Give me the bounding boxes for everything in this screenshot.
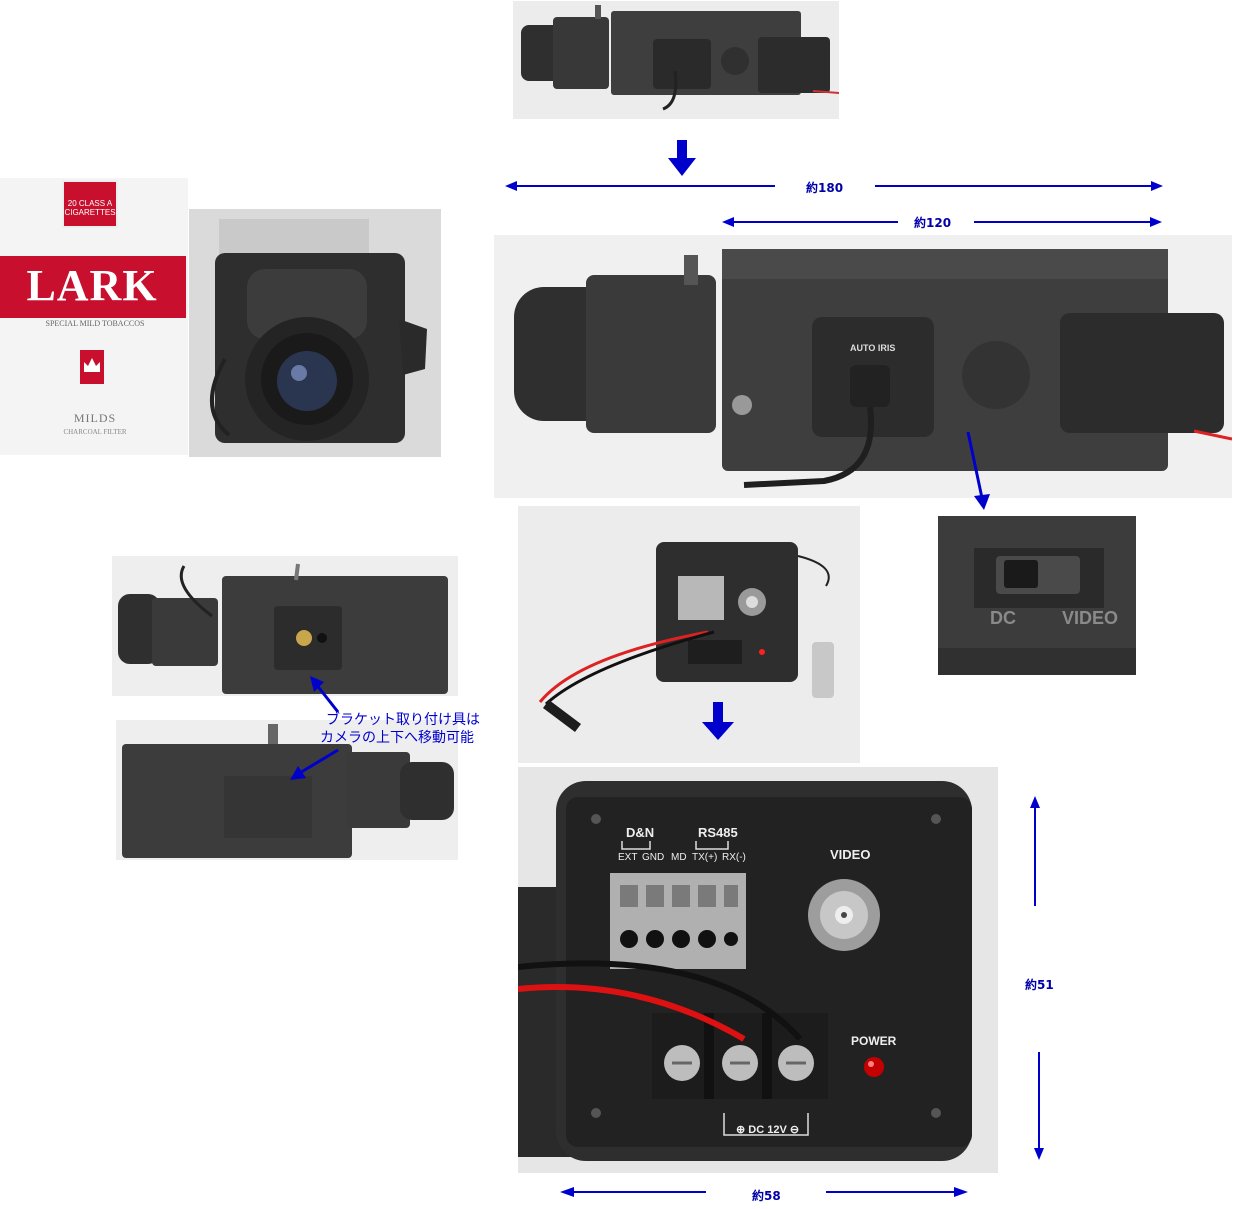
badge-line1: 20 CLASS A	[67, 199, 113, 208]
cigarette-pack-band	[0, 256, 186, 318]
dc12v-text: DC 12V	[748, 1124, 787, 1136]
video-label: VIDEO	[830, 847, 871, 862]
bracket-note-line1: ブラケット取り付け具は	[326, 712, 480, 728]
rx-label: RX(-)	[722, 852, 746, 863]
camera-bottom-view-photo	[112, 556, 458, 696]
dimension-height-label: 約51	[1025, 978, 1054, 992]
camera-rear-small-photo	[518, 506, 860, 763]
down-arrow-2-icon	[702, 702, 734, 740]
cigarette-pack-badge: 20 CLASS A CIGARETTES	[62, 180, 118, 228]
dimension-arrow-length-total	[505, 181, 1163, 191]
md-label: MD	[671, 852, 687, 863]
tx-label: TX(+)	[692, 852, 718, 863]
dn-label: D&N	[626, 825, 655, 840]
dimension-arrow-width	[560, 1187, 968, 1197]
switch-pointer-arrow-icon	[966, 431, 990, 510]
switch-video-label: VIDEO	[1062, 608, 1119, 628]
rs485-label: RS485	[698, 825, 738, 840]
cigarette-pack-variant: MILDS	[73, 411, 117, 425]
down-arrow-icon	[668, 140, 696, 176]
auto-iris-label: AUTO IRIS	[850, 343, 896, 353]
cigarette-pack-tagline: SPECIAL MILD TOBACCOS	[45, 319, 145, 328]
camera-side-view-small-photo	[513, 1, 839, 119]
dimension-length-body-label: 約120	[914, 216, 952, 230]
bracket-pointer-arrow-2-icon	[290, 748, 339, 780]
dc12v-label: ⊕ DC 12V ⊖	[736, 1124, 800, 1136]
camera-top-view-photo	[116, 720, 458, 860]
cigarette-pack-photo: 20 CLASS A CIGARETTES LARK SPECIAL MILD …	[0, 178, 188, 455]
ext-label: EXT	[618, 852, 638, 863]
dimension-length-total-label: 約180	[806, 181, 844, 195]
bracket-pointer-arrow-1-icon	[310, 676, 340, 713]
camera-rear-panel-closeup-photo: D&N RS485 EXT GND MD TX(+) RX(-) VIDEO P…	[518, 767, 998, 1173]
cigarette-pack-brand: LARK	[26, 261, 158, 310]
dimension-width-label: 約58	[752, 1189, 781, 1203]
dimension-arrow-height-bottom	[1034, 1052, 1044, 1160]
switch-dc-label: DC	[990, 608, 1016, 628]
dimension-arrow-height-top	[1030, 796, 1040, 906]
camera-side-view-large-photo: AUTO IRIS	[494, 235, 1232, 498]
gnd-label: GND	[642, 852, 665, 863]
badge-line2: CIGARETTES	[64, 208, 116, 217]
cigarette-pack-filter: CHARCOAL FILTER	[63, 428, 127, 436]
dimension-arrow-length-body	[722, 217, 1162, 227]
power-label: POWER	[851, 1034, 897, 1048]
dc-video-switch-zoom-photo: DC VIDEO	[938, 516, 1136, 675]
crown-logo	[80, 350, 104, 384]
camera-front-view-photo	[189, 209, 441, 457]
bracket-note-line2: カメラの上下へ移動可能	[320, 730, 474, 746]
